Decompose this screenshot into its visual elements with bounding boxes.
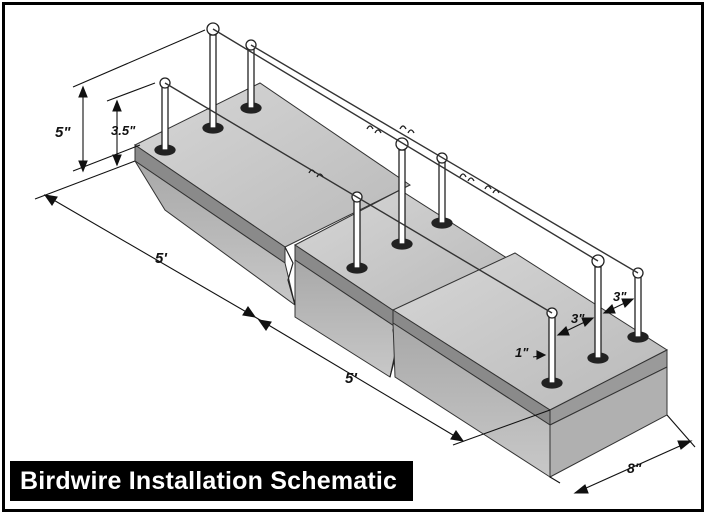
diagram-title: Birdwire Installation Schematic (20, 466, 398, 495)
dimension-label-post-height-short: 3.5" (111, 123, 136, 138)
dimension-label-span-2: 5' (345, 370, 357, 387)
dimension-label-spacing-1: 3" (571, 311, 585, 326)
ledge-segment-front (391, 252, 669, 478)
diagram-frame: 5" 3.5" 5' 5' 8" 1" 3" 3" Birdwire Insta… (2, 2, 704, 512)
birdwire-schematic-drawing: 5" 3.5" 5' 5' 8" 1" 3" 3" (34, 22, 696, 494)
dimension-label-spacing-2: 3" (613, 289, 627, 304)
post-front-3 (627, 267, 649, 343)
post-back-3 (240, 39, 262, 114)
dimension-label-post-height-tall: 5" (55, 124, 71, 141)
ledge-segment-back (134, 82, 411, 307)
birdwire-posts (154, 22, 649, 389)
post-front-1 (541, 307, 563, 389)
post-mid-3 (431, 152, 453, 229)
title-banner: Birdwire Installation Schematic (10, 461, 414, 501)
dimension-label-edge-offset: 1" (515, 345, 529, 360)
post-front-2 (587, 254, 609, 364)
birdwires (164, 28, 639, 314)
dimension-lines (34, 29, 696, 494)
dimension-label-ledge-width: 8" (627, 460, 642, 476)
wire-break-marks (308, 125, 500, 194)
dimension-label-span-1: 5' (155, 250, 167, 267)
